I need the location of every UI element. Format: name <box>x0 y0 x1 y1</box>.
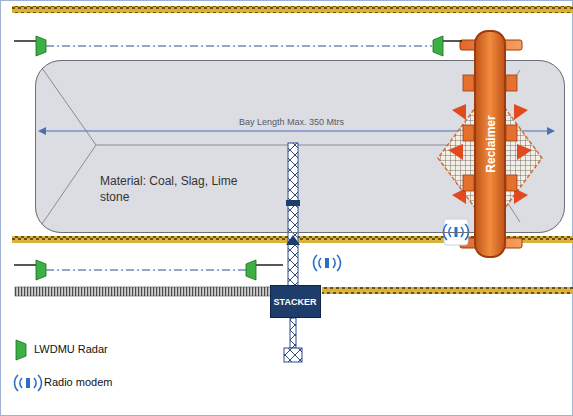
stacker-box: STACKER <box>270 285 321 318</box>
legend-text: Radio modem <box>44 376 112 388</box>
stacker-boom <box>284 143 302 362</box>
conveyor-belt <box>15 287 273 296</box>
dimension-label: Bay Length Max. 350 Mtrs <box>237 117 346 127</box>
rails <box>12 6 573 294</box>
radar-icons <box>16 36 443 360</box>
material-text: Material: Coal, Slag, Lime stone <box>100 173 268 205</box>
radio-modem-icons <box>15 219 469 391</box>
radar-range-lines <box>46 46 432 270</box>
legend-text: LWDMU Radar <box>34 343 108 355</box>
stacker-label: STACKER <box>274 297 317 307</box>
radar-cables <box>14 41 462 265</box>
reclaimer-body: Reclaimer <box>474 30 506 258</box>
reclaimer-label: Reclaimer <box>483 115 497 172</box>
